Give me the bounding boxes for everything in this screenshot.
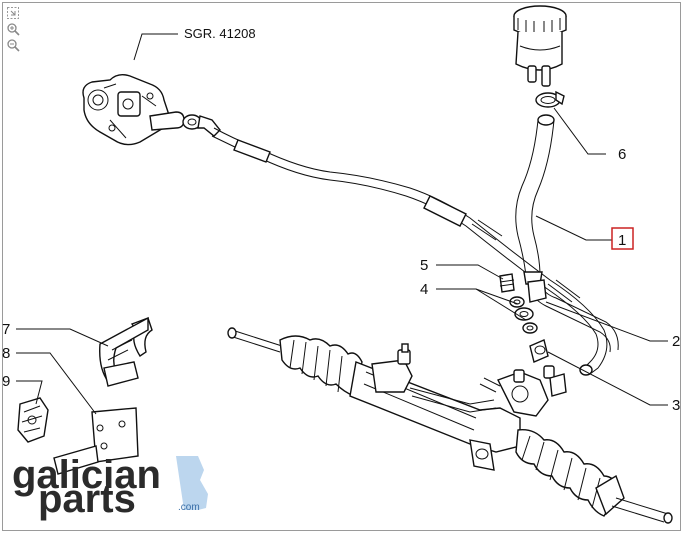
- fluid-reservoir[interactable]: [513, 5, 567, 87]
- callout-1-label: 1: [618, 232, 626, 249]
- reference-label: SGR. 41208: [184, 26, 256, 41]
- fit-icon[interactable]: [6, 6, 20, 20]
- return-hose[interactable]: [515, 114, 555, 285]
- callout-2-label[interactable]: 2: [672, 333, 680, 350]
- callout-4-label[interactable]: 4: [420, 281, 428, 298]
- callout-5-label[interactable]: 5: [420, 257, 428, 274]
- hose-clamp[interactable]: [535, 90, 565, 108]
- rubber-bush[interactable]: [17, 397, 49, 443]
- callout-1-highlight: [611, 227, 634, 250]
- zoom-out-icon[interactable]: [6, 38, 20, 52]
- logo-line1: galician: [12, 453, 161, 497]
- pipe-union[interactable]: [529, 339, 549, 363]
- steering-rack[interactable]: [227, 327, 673, 524]
- pressure-hose[interactable]: [211, 127, 608, 376]
- callout-1[interactable]: 1: [611, 227, 634, 250]
- rack-mounting-clamp[interactable]: [99, 316, 153, 387]
- power-steering-pump[interactable]: [82, 73, 185, 146]
- logo-map-shape: [176, 456, 208, 510]
- zoom-in-icon[interactable]: [6, 22, 20, 36]
- sealing-washers[interactable]: [509, 296, 538, 334]
- callout-7-label[interactable]: 7: [2, 321, 10, 338]
- banjo-bolt[interactable]: [499, 273, 515, 293]
- callout-3-label[interactable]: 3: [672, 397, 680, 414]
- pump-outlet-fitting[interactable]: [182, 114, 221, 137]
- callout-9-label[interactable]: 9: [2, 373, 10, 390]
- return-pipe[interactable]: [527, 279, 619, 353]
- logo-suffix: .com: [178, 502, 200, 513]
- logo-line2: parts: [38, 477, 136, 521]
- callout-8-label[interactable]: 8: [2, 345, 10, 362]
- zoom-toolbar: [6, 6, 24, 52]
- leader-lines: [16, 33, 668, 415]
- galicianparts-logo: galician parts .com: [12, 453, 208, 521]
- callout-6-label[interactable]: 6: [618, 146, 626, 163]
- support-bracket[interactable]: [53, 407, 139, 475]
